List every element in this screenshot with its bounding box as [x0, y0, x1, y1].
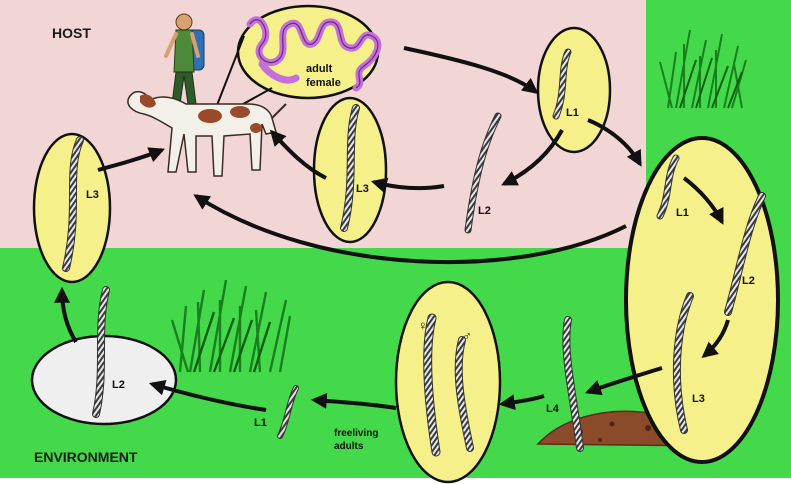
- stage-label-l1-host: L1: [566, 107, 579, 119]
- environment-label: ENVIRONMENT: [34, 449, 138, 465]
- stage-label-l2-host: L2: [478, 205, 491, 217]
- freeliving-adults-ellipse: [396, 282, 500, 482]
- stage-label-l3-host: L3: [356, 183, 369, 195]
- female-symbol: ♀: [418, 318, 428, 333]
- stage-label-l1-environment: L1: [254, 417, 267, 429]
- adult-female-label-line2: female: [306, 77, 341, 89]
- development-big-ellipse: [626, 138, 778, 462]
- freeliving-label-line1: freeliving: [334, 428, 378, 439]
- l1-host-ellipse: [538, 28, 610, 152]
- male-symbol: ♂: [462, 328, 472, 343]
- stage-label-l3-left: L3: [86, 189, 99, 201]
- stage-label-l4: L4: [546, 403, 560, 415]
- white-border: [0, 478, 791, 484]
- stage-label-l3-big: L3: [692, 393, 705, 405]
- stage-label-l2-white: L2: [112, 379, 125, 391]
- adult-female-label-line1: adult: [306, 63, 333, 75]
- freeliving-label-line2: adults: [334, 441, 364, 452]
- host-label: HOST: [52, 25, 91, 41]
- stage-label-l1-big: L1: [676, 207, 689, 219]
- stage-label-l2-big: L2: [742, 275, 755, 287]
